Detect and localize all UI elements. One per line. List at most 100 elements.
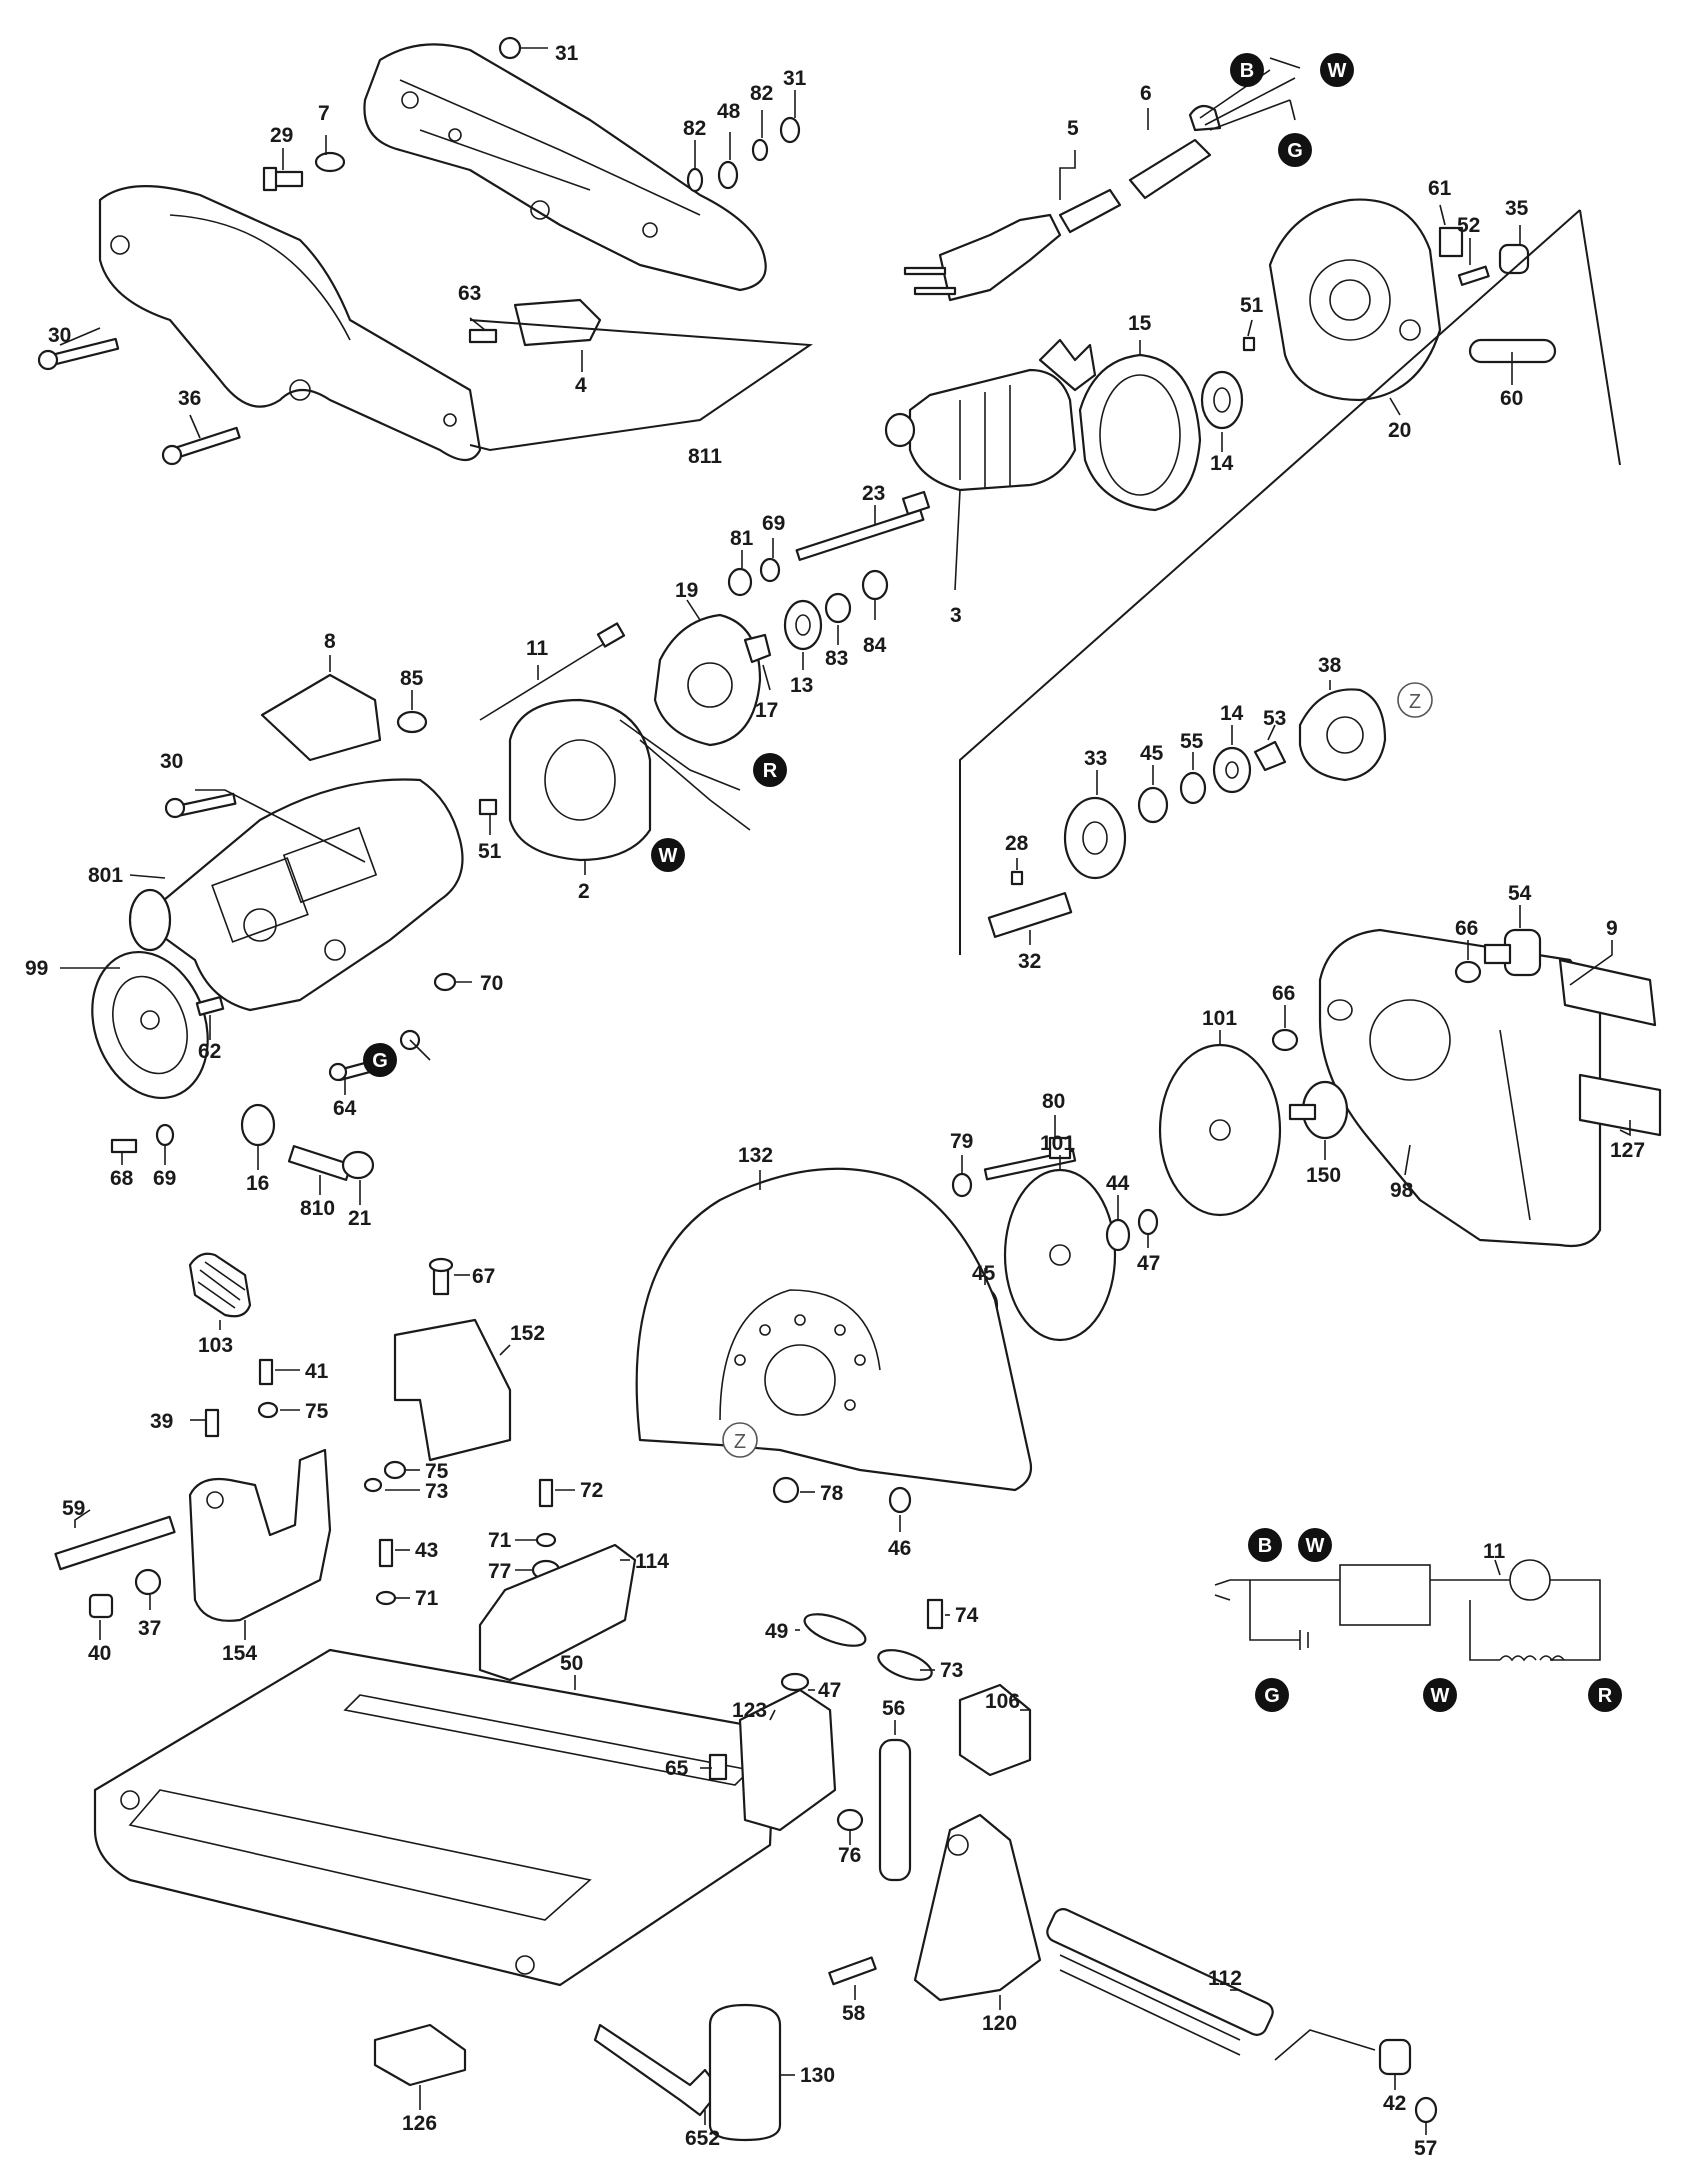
part-label: 13 (790, 674, 813, 697)
part-label: 8 (324, 630, 336, 653)
plug-46 (888, 1486, 912, 1514)
wire-badge: R (1588, 1678, 1622, 1712)
part-label: 31 (555, 42, 579, 65)
part-label: 74 (955, 1604, 979, 1627)
washer-45 (1137, 786, 1169, 824)
part-label: 120 (982, 2012, 1017, 2035)
wire-badge: W (1423, 1678, 1457, 1712)
part-label: 126 (402, 2112, 437, 2135)
svg-text:W: W (1328, 60, 1347, 82)
part-label: 154 (222, 1642, 257, 1665)
bushing-35 (1498, 243, 1530, 275)
cap-57 (1414, 2096, 1438, 2124)
pin-58 (828, 1956, 877, 1986)
guide-plate-152 (393, 1318, 512, 1462)
part-label: 82 (750, 82, 773, 105)
bolt-23 (795, 490, 931, 561)
part-label: 19 (675, 579, 698, 602)
part-label: 5 (1067, 117, 1079, 140)
washer-55 (1179, 771, 1207, 805)
gear-housing-38 (1298, 688, 1387, 782)
part-label: 98 (1390, 1179, 1414, 1202)
part-label: 47 (1137, 1252, 1160, 1275)
svg-text:G: G (372, 1050, 388, 1072)
part-label: 75 (425, 1460, 449, 1483)
part-label: 68 (110, 1167, 134, 1190)
key-51 (1242, 336, 1256, 352)
wire-badge: G (1255, 1678, 1289, 1712)
part-label: 69 (153, 1167, 176, 1190)
part-label: 38 (1318, 654, 1342, 677)
nut-78 (772, 1476, 800, 1504)
base-50 (93, 1648, 777, 1987)
screw-52 (1457, 265, 1490, 286)
pivot-bracket-120 (913, 1813, 1042, 2002)
wire-badge: W (1320, 53, 1354, 87)
z-mark-1: Z (1397, 682, 1433, 718)
screw-65 (708, 1753, 728, 1781)
part-label: 114 (635, 1550, 669, 1573)
armature-3 (884, 338, 1097, 492)
terminal-ground (399, 1029, 431, 1061)
part-label: 36 (178, 387, 201, 410)
cap-85 (396, 710, 428, 734)
part-label: 150 (1306, 1164, 1341, 1187)
part-label: 72 (580, 1479, 603, 1502)
part-label: 112 (1208, 1967, 1242, 1990)
part-label: 31 (783, 67, 807, 90)
spring-103 (188, 1252, 252, 1318)
clip-17 (743, 633, 772, 664)
screw-39 (204, 1408, 220, 1438)
baffle-19 (653, 613, 762, 747)
part-label: 66 (1455, 917, 1478, 940)
washer-44 (1105, 1218, 1131, 1252)
washer-75 (257, 1401, 279, 1419)
part-label: 103 (198, 1334, 233, 1357)
part-label: 65 (665, 1757, 689, 1780)
washer-84 (861, 569, 889, 601)
part-label: 64 (333, 1097, 357, 1120)
z-mark-2: Z (722, 1422, 758, 1458)
screw-29 (262, 166, 304, 192)
part-label: 73 (940, 1659, 963, 1682)
wire-color-badges: B W G R W G B W G W R (363, 53, 1622, 1712)
svg-text:G: G (1264, 1685, 1280, 1707)
part-label: 39 (150, 1410, 173, 1433)
part-label: 61 (1428, 177, 1452, 200)
part-number-labels: 31 7 29 82 48 82 31 63 4 30 36 811 5 6 6… (25, 42, 1645, 2160)
wheel-guard-98 (1318, 928, 1602, 1248)
screw-62 (195, 995, 225, 1017)
part-label: 63 (458, 282, 481, 305)
part-label: 71 (488, 1529, 512, 1552)
brush-lead-11 (479, 622, 626, 721)
svg-text:R: R (763, 760, 778, 782)
part-label: 11 (526, 637, 549, 660)
part-label: 52 (1457, 214, 1480, 237)
group-outline-811 (469, 319, 813, 452)
part-label: 14 (1210, 452, 1234, 475)
part-label: 79 (950, 1130, 973, 1153)
part-label: 75 (305, 1400, 329, 1423)
flange-101-inner (1003, 1168, 1117, 1342)
screw-40 (88, 1593, 114, 1619)
hinge-123 (738, 1688, 837, 1832)
spring-61 (1438, 226, 1464, 258)
washer-70 (433, 972, 457, 992)
part-label: 57 (1414, 2137, 1437, 2160)
part-label: 81 (730, 527, 754, 550)
part-label: 77 (488, 1560, 511, 1583)
part-label: 810 (300, 1197, 335, 1220)
part-label: 73 (425, 1480, 448, 1503)
svg-text:W: W (659, 845, 678, 867)
motor-housing-801 (128, 778, 464, 1012)
part-label: 78 (820, 1482, 844, 1505)
screw-30-top (37, 337, 120, 371)
power-plug (903, 213, 1062, 302)
part-label: 99 (25, 957, 48, 980)
power-cord (1058, 69, 1296, 234)
field-stator-2 (508, 698, 751, 862)
switch-trigger (513, 298, 602, 347)
part-label: 20 (1388, 419, 1411, 442)
part-label: 53 (1263, 707, 1286, 730)
part-label: 30 (160, 750, 183, 773)
